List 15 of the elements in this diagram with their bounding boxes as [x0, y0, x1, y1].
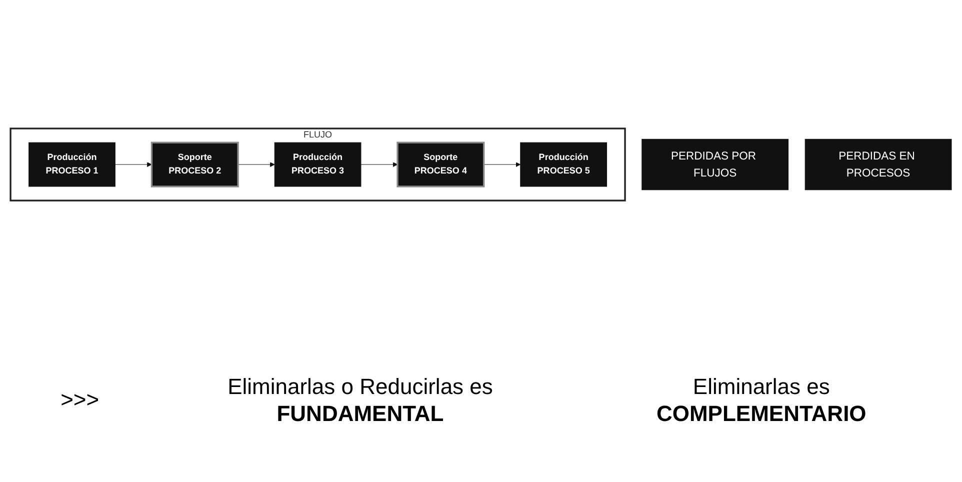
node-box	[274, 142, 362, 188]
arrow	[484, 162, 521, 168]
arrow	[238, 162, 275, 168]
cluster	[10, 128, 626, 202]
node-box	[28, 142, 116, 188]
note-text: Eliminarlas es COMPLEMENTARIO	[655, 372, 868, 428]
node-box	[804, 139, 952, 191]
node-box	[642, 139, 789, 191]
node-box	[150, 142, 239, 188]
note-text: >>>	[60, 386, 100, 414]
node-box	[396, 142, 485, 188]
node-box	[520, 142, 608, 188]
arrow	[360, 162, 398, 168]
note-text: Eliminarlas o Reducirlas es FUNDAMENTAL	[226, 372, 494, 428]
arrow	[114, 162, 152, 168]
